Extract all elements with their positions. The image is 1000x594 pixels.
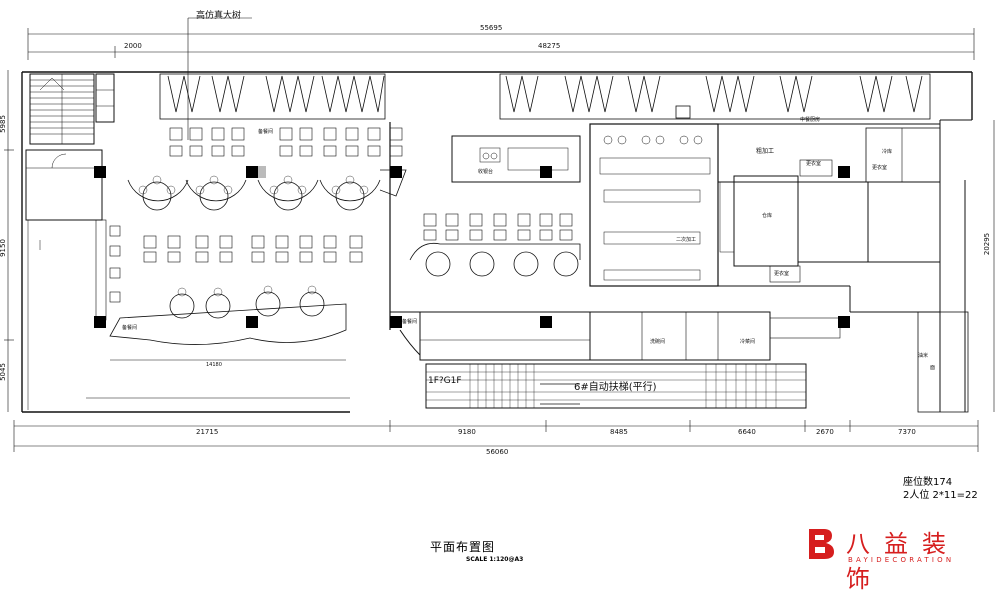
second-process-label: 二次加工 — [676, 237, 697, 243]
seat-count: 座位数174 — [903, 477, 953, 488]
dim-bottom-4: 6640 — [738, 428, 756, 436]
changing-room-2: 更衣室 — [774, 271, 790, 277]
dim-bottom-5: 2670 — [816, 428, 834, 436]
drawing-title: 平面布置图 — [430, 540, 496, 554]
dim-14180: 14180 — [206, 362, 222, 368]
dim-left-mid: 9150 — [0, 239, 7, 257]
prep-room-label: 备餐间 — [258, 129, 274, 135]
escalator-label: 6#自动扶梯(平行) — [574, 382, 657, 393]
tree-label: 高仿真大树 — [196, 11, 242, 21]
dim-2000: 2000 — [124, 42, 142, 50]
elevator-hall-label: 油米 — [918, 353, 929, 359]
cashier-label: 收银台 — [478, 169, 494, 175]
rough-processing-label: 粗加工 — [756, 148, 775, 155]
logo-text-en: BAYIDECORATION — [848, 556, 955, 564]
dim-bottom-1: 21715 — [196, 428, 219, 436]
elevator-hall-label-2: 面 — [930, 365, 936, 371]
prep-room-label-2: 备餐间 — [122, 325, 138, 331]
dim-48275: 48275 — [538, 42, 561, 50]
dim-bottom-2: 9180 — [458, 428, 476, 436]
dim-right: 20295 — [983, 232, 992, 256]
changing-room-3: 更衣室 — [872, 165, 888, 171]
dim-overall-top: 55695 — [480, 24, 503, 32]
floor-plan-drawing — [4, 17, 995, 452]
changing-room-1: 更衣室 — [806, 161, 822, 167]
dim-bottom-6: 7370 — [898, 428, 916, 436]
floor-mark: 1F?G1F — [428, 376, 462, 386]
dim-bottom-3: 8485 — [610, 428, 628, 436]
seat-info: 座位数174 2人位 2*11=22 — [903, 476, 978, 502]
dim-left-bot: 5045 — [0, 363, 7, 381]
wash-room-label: 洗碗间 — [650, 339, 666, 345]
cold-room-label: 冷库 — [882, 149, 893, 155]
dim-overall-bottom: 56060 — [486, 448, 509, 456]
dim-left-top: 5985 — [0, 115, 7, 133]
seat-breakdown: 2人位 2*11=22 — [903, 490, 978, 501]
prep-room-label-3: 备餐间 — [402, 319, 418, 325]
company-logo: 八益装饰 BAYIDECORATION — [806, 526, 986, 593]
drawing-scale: SCALE 1:120@A3 — [466, 556, 524, 563]
warehouse-label: 仓库 — [762, 213, 773, 219]
kitchen-label: 中餐厨房 — [800, 117, 821, 123]
cold-dish-label: 冷菜间 — [740, 339, 756, 345]
logo-mark-icon — [809, 529, 834, 559]
